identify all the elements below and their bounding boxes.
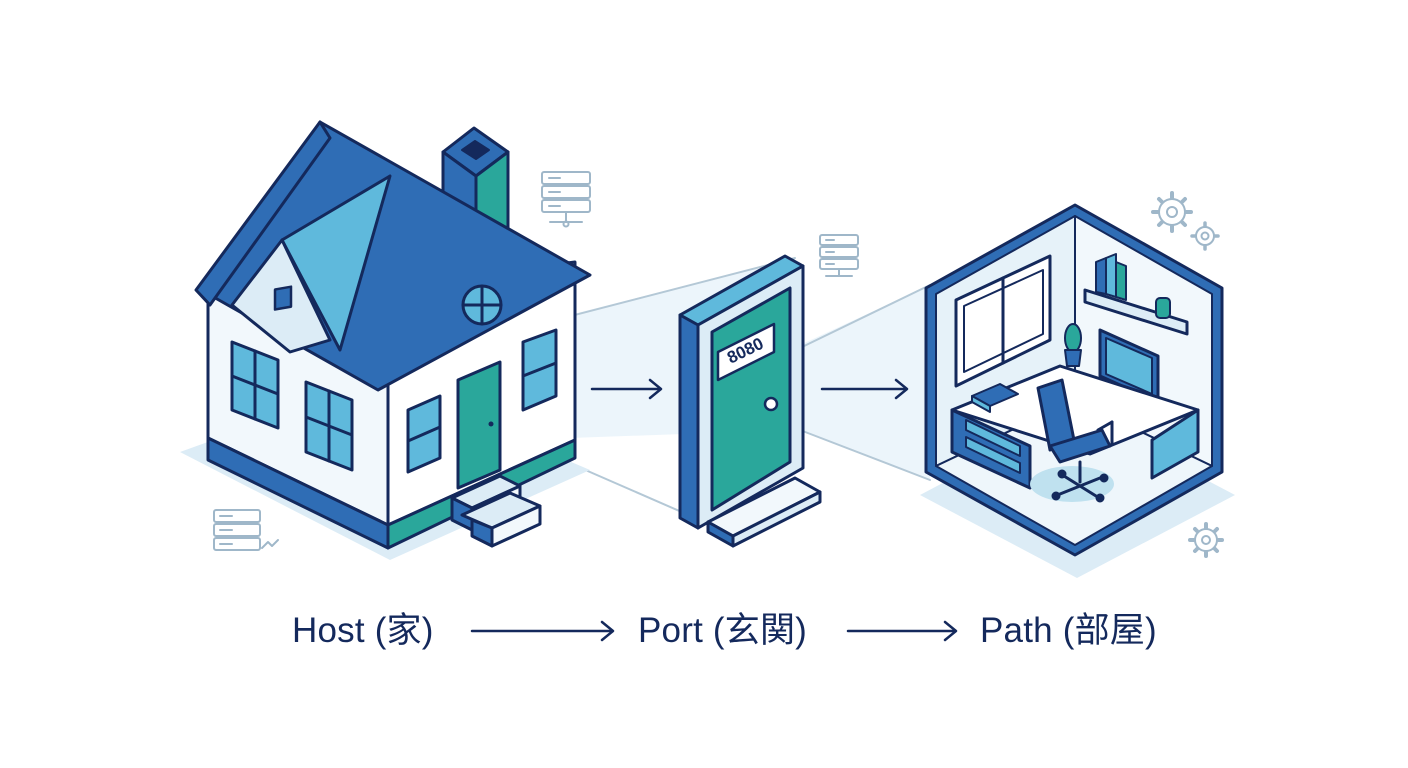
gear-icon <box>1151 191 1193 233</box>
door-illustration: 8080 <box>678 254 822 548</box>
port-label: Port (玄関) <box>638 611 808 650</box>
server-icon <box>541 171 591 228</box>
path-label: Path (部屋) <box>980 611 1157 650</box>
arrow-right-icon <box>820 378 909 400</box>
arrow-right-icon <box>590 378 663 400</box>
gear-icon <box>1188 522 1224 558</box>
server-icon <box>819 234 859 277</box>
room-illustration <box>920 203 1235 578</box>
arrow-right-icon <box>470 620 615 642</box>
server-icon <box>213 509 279 551</box>
arrow-right-icon <box>846 620 958 642</box>
gear-icon <box>1190 221 1220 251</box>
host-label: Host (家) <box>292 611 434 650</box>
house-illustration <box>180 120 592 560</box>
